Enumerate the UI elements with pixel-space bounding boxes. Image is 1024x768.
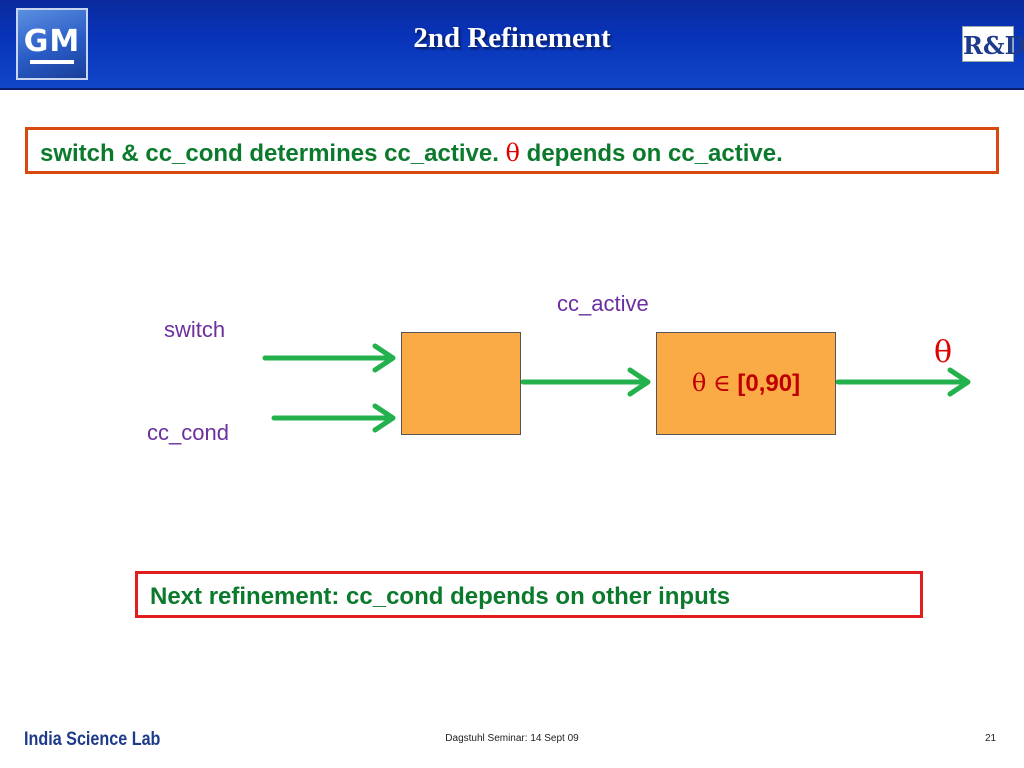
gm-logo: GM [16, 8, 88, 80]
cc-active-label: cc_active [557, 291, 649, 316]
footer-org: India Science Lab [24, 729, 161, 750]
cc-cond-label: cc_cond [147, 420, 229, 445]
theta-range-label: θ ∈ [0,90] [657, 369, 835, 398]
gm-logo-underline [30, 60, 74, 64]
footer-event: Dagstuhl Seminar: 14 Sept 09 [445, 733, 579, 744]
theta-range: [0,90] [737, 370, 801, 397]
gm-logo-text: GM [23, 24, 81, 59]
theta-output-label: θ [934, 335, 953, 370]
slide-header: GM 2nd Refinement R&D [0, 0, 1024, 90]
switch-label: switch [164, 317, 226, 342]
rd-logo: R&D [962, 26, 1024, 62]
block-1 [401, 332, 521, 435]
page-number: 21 [985, 733, 997, 744]
statement-part1: switch & cc_cond determines cc_active. [40, 140, 499, 167]
statement-part2: depends on cc_active. [526, 140, 783, 167]
element-of-symbol: ∈ [712, 369, 731, 397]
note-box: Next refinement: cc_cond depends on othe… [135, 571, 923, 618]
cc-cond-arrow [271, 403, 396, 433]
note-text: Next refinement: cc_cond depends on othe… [150, 583, 731, 610]
cc-active-arrow [520, 367, 651, 397]
statement-theta: θ [505, 139, 520, 167]
theta-output-arrow [835, 367, 971, 397]
switch-arrow [262, 343, 396, 373]
statement-box: switch & cc_cond determines cc_active. θ… [25, 127, 999, 174]
block-2: θ ∈ [0,90] [656, 332, 836, 435]
slide-title: 2nd Refinement [413, 22, 611, 54]
block2-theta: θ [691, 369, 707, 397]
statement-text: switch & cc_cond determines cc_active. θ… [40, 139, 783, 168]
